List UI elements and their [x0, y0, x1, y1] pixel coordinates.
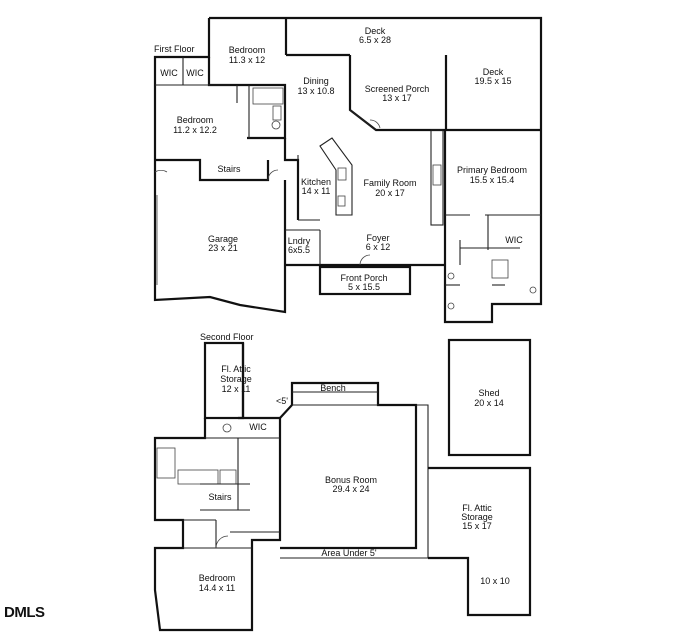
room-name: Bench	[320, 383, 346, 393]
room-name: Bedroom	[199, 573, 236, 583]
room-dims: 12 x 11	[222, 384, 251, 394]
room-name: WIC	[249, 422, 267, 432]
room-name-2: Storage	[220, 374, 252, 384]
second-floor-labels: Second Floor Fl. Attic Storage 12 x 11 B…	[199, 332, 510, 593]
room-dims: 13 x 17	[382, 93, 412, 103]
room-name: Lndry	[288, 236, 311, 246]
room-dims: 15 x 17	[462, 521, 492, 531]
first-floor-walls	[153, 16, 543, 324]
room-name: Deck	[483, 67, 504, 77]
room-name: Dining	[303, 76, 329, 86]
room-name-2: Storage	[461, 512, 493, 522]
room-name: Fl. Attic	[221, 364, 251, 374]
room-name: WIC	[186, 68, 204, 78]
first-floor-labels: First Floor Bedroom 11.3 x 12 WIC WIC Be…	[154, 26, 527, 292]
room-name: Stairs	[217, 164, 241, 174]
room-dims: 29.4 x 24	[332, 484, 369, 494]
room-dims: 10 x 10	[480, 576, 510, 586]
room-name: Area Under 5'	[321, 548, 377, 558]
room-dims: 15.5 x 15.4	[470, 175, 515, 185]
first-floor-header: First Floor	[154, 44, 195, 54]
room-dims: 19.5 x 15	[474, 76, 511, 86]
room-name: Screened Porch	[365, 84, 430, 94]
dmls-logo: DMLS	[4, 604, 45, 621]
room-dims: 11.2 x 12.2	[173, 125, 217, 135]
room-dims: 6.5 x 28	[359, 35, 391, 45]
room-name: Bedroom	[177, 115, 214, 125]
room-name: Bonus Room	[325, 475, 377, 485]
room-name: Bedroom	[229, 45, 266, 55]
room-name: Primary Bedroom	[457, 165, 527, 175]
second-floor-header: Second Floor	[200, 332, 254, 342]
first-floor-interior	[154, 57, 541, 310]
room-name: Front Porch	[340, 273, 387, 283]
room-dims: 13 x 10.8	[297, 86, 334, 96]
room-name: <5'	[276, 396, 288, 406]
second-floor-walls	[153, 338, 532, 632]
room-name: Fl. Attic	[462, 503, 492, 513]
room-dims: 6x5.5	[288, 245, 310, 255]
room-name: Foyer	[366, 233, 389, 243]
room-dims: 20 x 17	[375, 188, 405, 198]
room-dims: 14.4 x 11	[199, 583, 235, 593]
shed-name: Shed	[478, 388, 499, 398]
second-floor-interior	[156, 423, 280, 549]
room-name: Garage	[208, 234, 238, 244]
room-dims: 23 x 21	[208, 243, 238, 253]
room-name: WIC	[505, 235, 523, 245]
room-dims: 6 x 12	[366, 242, 391, 252]
room-name: Family Room	[363, 178, 416, 188]
shed-dims: 20 x 14	[474, 398, 504, 408]
room-name: Stairs	[208, 492, 232, 502]
room-dims: 5 x 15.5	[348, 282, 380, 292]
room-name: Kitchen	[301, 177, 331, 187]
room-dims: 11.3 x 12	[229, 55, 265, 65]
room-dims: 14 x 11	[302, 186, 331, 196]
room-name: WIC	[160, 68, 178, 78]
room-name: Deck	[365, 26, 386, 36]
